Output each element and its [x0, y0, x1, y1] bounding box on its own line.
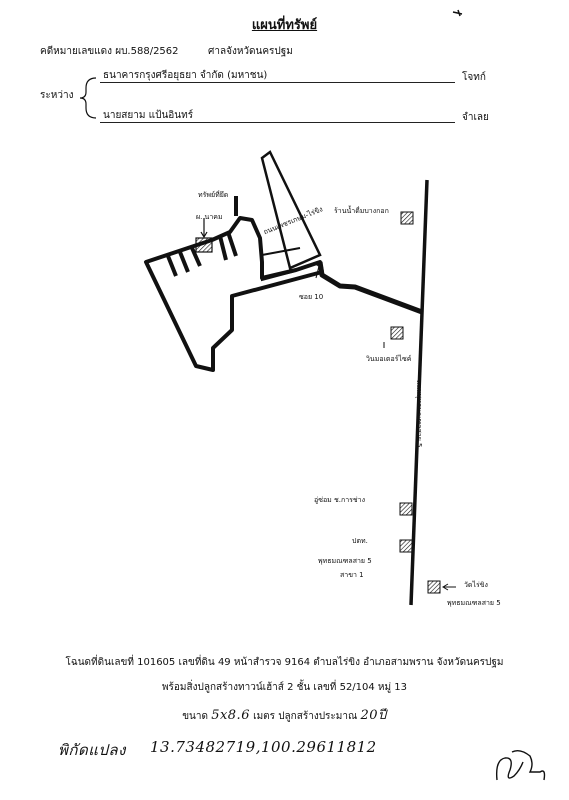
plaintiff-role: โจทก์: [462, 72, 486, 83]
label-prop-name: ผ. นาคม: [196, 213, 223, 221]
main-road: [409, 179, 429, 606]
label-alley: ซอย 10: [299, 293, 324, 301]
plaintiff-underline: [100, 82, 455, 83]
building-block: [144, 216, 324, 372]
years-value: 20ปี: [360, 708, 387, 723]
court-name: ศาลจังหวัดนครปฐม: [208, 46, 293, 57]
label-bottom-mark: วัดไร่ขิง: [464, 581, 488, 589]
coords-value: 13.73482719,100.29611812: [150, 738, 377, 756]
coords-label: พิกัดแปลง: [58, 741, 126, 759]
label-main-road: ถนนพุทธมณฑลสาย 5: [415, 380, 423, 448]
defendant-name: นายสยาม แป้นอินทร์: [103, 110, 194, 121]
case-number: คดีหมายเลขแดง ผบ.588/2562: [40, 46, 179, 57]
label-shop-top: ร้านน้ำดื่มบางกอก: [334, 207, 389, 215]
header-brace: [79, 77, 97, 119]
marker-ptt: [399, 539, 413, 553]
document-title: แผนที่ทรัพย์: [251, 18, 318, 33]
label-prop-owner: ทรัพย์ที่ยึด: [198, 191, 229, 199]
lot-dividers: [166, 196, 238, 277]
defendant-underline: [100, 122, 455, 123]
connector-road: [317, 261, 423, 315]
label-ptt: ปตท.: [352, 537, 368, 545]
size-value: 5x8.6: [211, 708, 250, 723]
marker-shop-top: [400, 211, 414, 225]
label-bottom-sub: พุทธมณฑลสาย 5: [447, 599, 501, 607]
defendant-role: จำเลย: [462, 112, 489, 123]
between-label: ระหว่าง: [40, 90, 74, 101]
plaintiff-name: ธนาคารกรุงศรีอยุธยา จำกัด (มหาชน): [103, 70, 268, 81]
deed-line: โฉนดที่ดินเลขที่ 101605 เลขที่ดิน 49 หน้…: [65, 657, 504, 668]
label-ptt-branch: สาขา 1: [340, 571, 364, 579]
marker-bottom: [427, 580, 456, 594]
side-road: [260, 150, 322, 270]
signature: [495, 749, 546, 781]
size-mid: เมตร ปลูกสร้างประมาณ: [253, 711, 358, 722]
marker-garage: [399, 502, 413, 516]
size-line: ขนาด 5x8.6 เมตร ปลูกสร้างประมาณ 20ปี: [0, 704, 569, 725]
corner-mark: [452, 9, 463, 17]
subject-property: [195, 237, 213, 253]
marker-motorcycle: [383, 326, 404, 348]
label-ptt-sub: พุทธมณฑลสาย 5: [318, 557, 372, 565]
building-line: พร้อมสิ่งปลูกสร้างทาวน์เฮ้าส์ 2 ชั้น เลข…: [161, 682, 408, 693]
label-motorcycle: วินมอเตอร์ไซค์: [366, 355, 412, 363]
size-prefix: ขนาด: [182, 711, 208, 722]
label-garage: อู่ซ่อม ช.การช่าง: [314, 496, 366, 504]
